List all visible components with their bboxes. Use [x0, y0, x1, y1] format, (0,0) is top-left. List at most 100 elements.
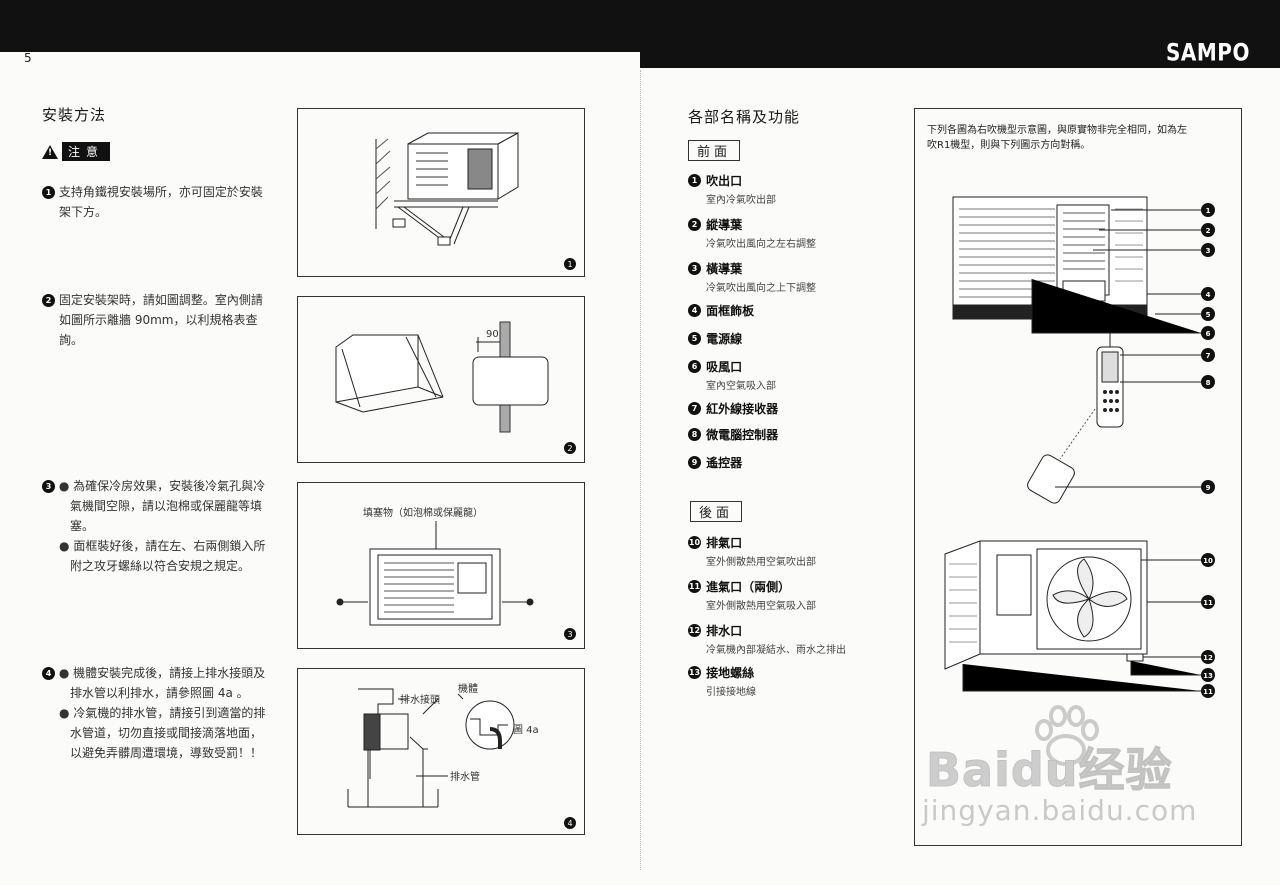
part-title: 遙控器	[706, 456, 743, 470]
part-number: 11	[688, 580, 701, 593]
step-number: 3	[42, 480, 55, 493]
step-4: 4 ● 機體安裝完成後，請接上排水接頭及 排水管以利排水，請參照圖 4a 。 ●…	[42, 663, 282, 763]
part-description: 冷氣吹出風向之上下調整	[706, 283, 816, 294]
dimension-label: 90	[486, 329, 499, 340]
step-text: 以避免弄髒周遭環境，導致受罰！！	[70, 746, 263, 760]
step-text: 機體安裝完成後，請接上排水接頭及	[73, 666, 266, 680]
front-part-item: 1 吹出口室內冷氣吹出部	[688, 170, 776, 206]
brand-logo: SAMPO	[1166, 37, 1250, 67]
step-2: 2 固定安裝架時，請如圖調整。室內側請 如圖所示離牆 90mm，以利規格表查 詢…	[42, 290, 282, 350]
callout-badge	[1201, 243, 1215, 257]
step-text: 詢。	[59, 333, 84, 347]
part-title: 微電腦控制器	[706, 428, 779, 442]
part-number: 10	[688, 536, 701, 549]
figure-number-badge	[564, 628, 576, 640]
step-number: 2	[42, 294, 55, 307]
part-number: 7	[688, 402, 701, 415]
back-part-item: 13 接地螺絲引接接地線	[688, 662, 756, 698]
step-text: 塞。	[70, 519, 95, 533]
step-1: 1 支持角鐵視安裝場所，亦可固定於安裝 架下方。	[42, 182, 282, 222]
part-number: 3	[688, 262, 701, 275]
part-number: 9	[688, 456, 701, 469]
part-title: 橫導葉	[706, 262, 743, 276]
front-section-label: 前面	[688, 140, 741, 161]
part-number: 6	[688, 360, 701, 373]
back-part-item: 11 進氣口（兩側）室外側散熱用空氣吸入部	[688, 576, 816, 612]
front-part-item: 2 縱導葉冷氣吹出風向之左右調整	[688, 214, 816, 250]
page-fold	[640, 70, 641, 870]
page-number: 5	[24, 51, 32, 65]
filler-label: 填塞物（如泡棉或保麗龍）	[363, 506, 483, 519]
part-description: 室外側散熱用空氣吹出部	[706, 557, 816, 568]
step-number: 1	[42, 186, 55, 199]
part-description: 室內冷氣吹出部	[706, 195, 776, 206]
front-part-item: 7 紅外線接收器	[688, 398, 778, 417]
callout-badge	[1201, 595, 1215, 609]
callout-badge	[1201, 684, 1215, 698]
drain-joint-label: 排水接頭	[400, 693, 440, 706]
figure-number-badge	[564, 442, 576, 454]
callout-number: 10	[1203, 557, 1213, 565]
figure-number: 2	[567, 444, 572, 453]
front-part-item: 5 電源線	[688, 328, 742, 347]
part-title: 紅外線接收器	[706, 402, 779, 416]
part-description: 引接接地線	[706, 687, 756, 698]
figure-number: 4	[567, 819, 572, 828]
step-text: 面框裝好後，請在左、右兩側鎖入所	[73, 539, 266, 553]
back-part-item: 12 排水口冷氣機內部凝結水、雨水之排出	[688, 620, 846, 656]
note-line: 下列各圖為右吹機型示意圖，與原實物非完全相同，如為左	[927, 125, 1187, 136]
callout-number: 11	[1203, 688, 1213, 696]
figure-number: 1	[567, 260, 572, 269]
part-description: 冷氣機內部凝結水、雨水之排出	[706, 645, 846, 656]
caution-label: 注意	[62, 142, 111, 161]
figure-4-drawing: 排水接頭 機體 圖 4a 排水管 4	[347, 682, 576, 829]
callout-number: 8	[1206, 379, 1211, 387]
callout-badge	[1201, 650, 1215, 664]
step-text: 水管道，切勿直接或間接滴落地面，	[70, 726, 263, 740]
callout-number: 2	[1206, 227, 1211, 235]
fig4a-label: 圖 4a	[513, 724, 539, 736]
part-title: 面框飾板	[706, 304, 755, 318]
watermark-logo: Baidu经验	[926, 743, 1173, 798]
watermark-inner: Baidu经验 jingyan.baidu.com	[918, 702, 1238, 842]
callout-badge	[1201, 375, 1215, 389]
front-part-item: 4 面框飾板	[688, 300, 754, 319]
callout-number: 9	[1206, 484, 1211, 492]
part-title: 縱導葉	[706, 218, 743, 232]
figure-2-drawing: 90 2	[335, 321, 576, 454]
figure-3-drawing: 填塞物（如泡棉或保麗龍） 3	[336, 506, 576, 640]
figure-2-panel: 90 2	[297, 296, 585, 463]
figure-4-panel: 排水接頭 機體 圖 4a 排水管 4	[297, 668, 585, 835]
part-number: 2	[688, 218, 701, 231]
back-part-item: 10 排氣口室外側散熱用空氣吹出部	[688, 532, 816, 568]
body-label: 機體	[458, 682, 478, 695]
step-text: 氣機間空隙，請以泡棉或保麗龍等填	[70, 499, 263, 513]
callout-number: 1	[1206, 207, 1211, 215]
part-title: 吸風口	[706, 360, 743, 374]
part-number: 5	[688, 332, 701, 345]
caution-heading: !注意	[42, 141, 111, 161]
figure-number-badge	[564, 258, 576, 270]
part-title: 電源線	[706, 332, 743, 346]
callout-badge	[1201, 668, 1215, 682]
part-number: 13	[688, 666, 701, 679]
step-text: 冷氣機的排水管，請接引到適當的排	[73, 706, 266, 720]
back-section-label: 後面	[690, 501, 743, 522]
callout-badge	[1201, 348, 1215, 362]
left-title: 安裝方法	[42, 106, 107, 124]
step-text: 附之攻牙螺絲以符合安規之規定。	[70, 559, 251, 573]
figure-number: 3	[567, 630, 572, 639]
front-part-item: 6 吸風口室內空氣吸入部	[688, 356, 776, 392]
step-text: 支持角鐵視安裝場所，亦可固定於安裝	[58, 185, 263, 199]
front-part-item: 8 微電腦控制器	[688, 424, 778, 443]
right-title: 各部名稱及功能	[688, 108, 801, 126]
step-text: 架下方。	[59, 205, 108, 219]
callout-number: 13	[1203, 672, 1213, 680]
part-title: 排氣口	[706, 536, 743, 550]
part-number: 4	[688, 304, 701, 317]
callout-number: 5	[1206, 311, 1211, 319]
diagram-note: 下列各圖為右吹機型示意圖，與原實物非完全相同，如為左 吹R1機型，則與下列圖示方…	[927, 123, 1187, 153]
header-band	[0, 0, 1280, 68]
